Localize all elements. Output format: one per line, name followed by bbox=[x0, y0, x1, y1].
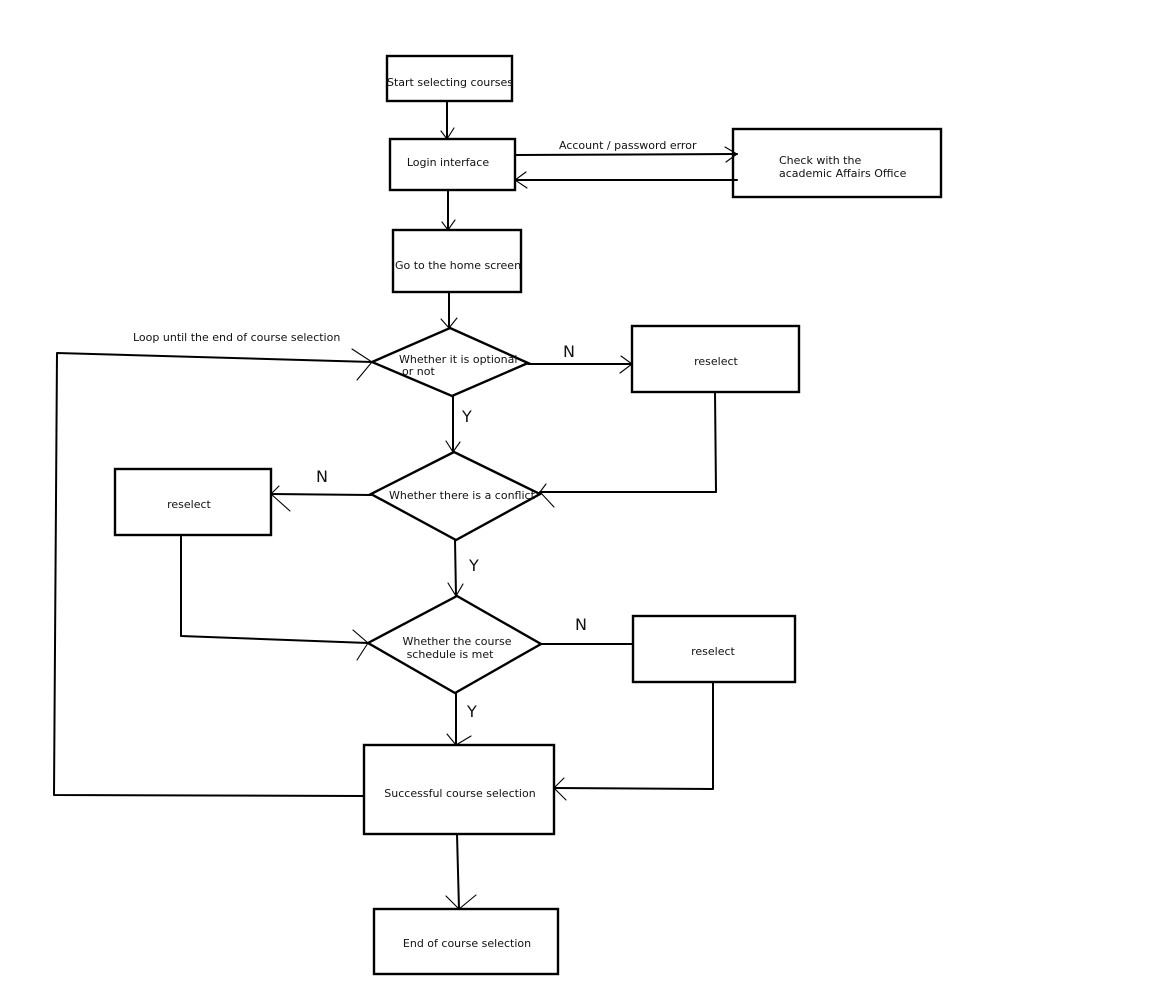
node-login: Login interface bbox=[388, 137, 517, 192]
node-reselect-2: reselect bbox=[113, 467, 273, 537]
label-account-error: Account / password error bbox=[559, 139, 697, 152]
node-check-office-label-line1: Check with the bbox=[779, 154, 861, 167]
label-optional-yes: Y bbox=[461, 407, 472, 426]
decision-conflict-label: Whether there is a conflict bbox=[389, 489, 536, 502]
node-check-office-label-line2: academic Affairs Office bbox=[779, 167, 907, 180]
decision-schedule-label-line2: schedule is met bbox=[407, 648, 495, 661]
edge-conflict-no-to-reselect-2 bbox=[270, 485, 372, 512]
edge-optional-yes-to-conflict bbox=[445, 395, 461, 453]
decision-conflict: Whether there is a conflict bbox=[368, 450, 543, 542]
edge-office-to-login bbox=[514, 171, 738, 189]
node-start: Start selecting courses bbox=[385, 54, 513, 103]
label-schedule-yes: Y bbox=[466, 702, 477, 721]
edge-reselect-2-to-schedule bbox=[180, 534, 369, 661]
node-reselect-1-label: reselect bbox=[694, 355, 738, 368]
node-start-label: Start selecting courses bbox=[387, 76, 513, 89]
node-success-label: Successful course selection bbox=[384, 787, 535, 800]
node-home: Go to the home screen bbox=[391, 228, 523, 294]
edge-reselect-1-to-conflict bbox=[539, 391, 717, 508]
label-schedule-no: N bbox=[575, 615, 587, 634]
label-conflict-yes: Y bbox=[468, 556, 479, 575]
decision-schedule: Whether the course schedule is met bbox=[365, 594, 544, 695]
decision-optional: Whether it is optional or not bbox=[368, 326, 531, 398]
edge-optional-no-to-reselect-1 bbox=[527, 355, 633, 374]
edge-home-to-optional bbox=[440, 291, 458, 329]
edge-schedule-yes-to-success bbox=[446, 692, 472, 746]
edge-conflict-yes-to-schedule bbox=[447, 539, 464, 598]
decision-schedule-label-line1: Whether the course bbox=[402, 635, 511, 648]
edge-success-to-end bbox=[445, 833, 477, 910]
edge-loop-success-to-optional bbox=[53, 348, 373, 797]
label-conflict-no: N bbox=[316, 467, 328, 486]
node-reselect-2-label: reselect bbox=[167, 498, 211, 511]
edge-start-to-login bbox=[440, 100, 455, 140]
edge-login-to-office bbox=[514, 146, 739, 163]
node-reselect-3: reselect bbox=[631, 614, 797, 684]
node-login-label: Login interface bbox=[407, 156, 489, 169]
node-reselect-1: reselect bbox=[630, 324, 801, 394]
decision-optional-label-line2: or not bbox=[402, 365, 435, 378]
label-optional-no: N bbox=[563, 342, 575, 361]
edge-reselect-3-to-success bbox=[553, 681, 714, 801]
label-loop: Loop until the end of course selection bbox=[133, 331, 340, 344]
node-check-office: Check with the academic Affairs Office bbox=[731, 127, 943, 199]
decision-optional-label-line1: Whether it is optional bbox=[399, 353, 517, 366]
node-end: End of course selection bbox=[372, 907, 560, 976]
node-reselect-3-label: reselect bbox=[691, 645, 735, 658]
edge-login-to-home bbox=[441, 189, 456, 231]
node-home-label: Go to the home screen bbox=[395, 259, 521, 272]
node-success: Successful course selection bbox=[362, 743, 556, 836]
node-end-label: End of course selection bbox=[403, 937, 531, 950]
